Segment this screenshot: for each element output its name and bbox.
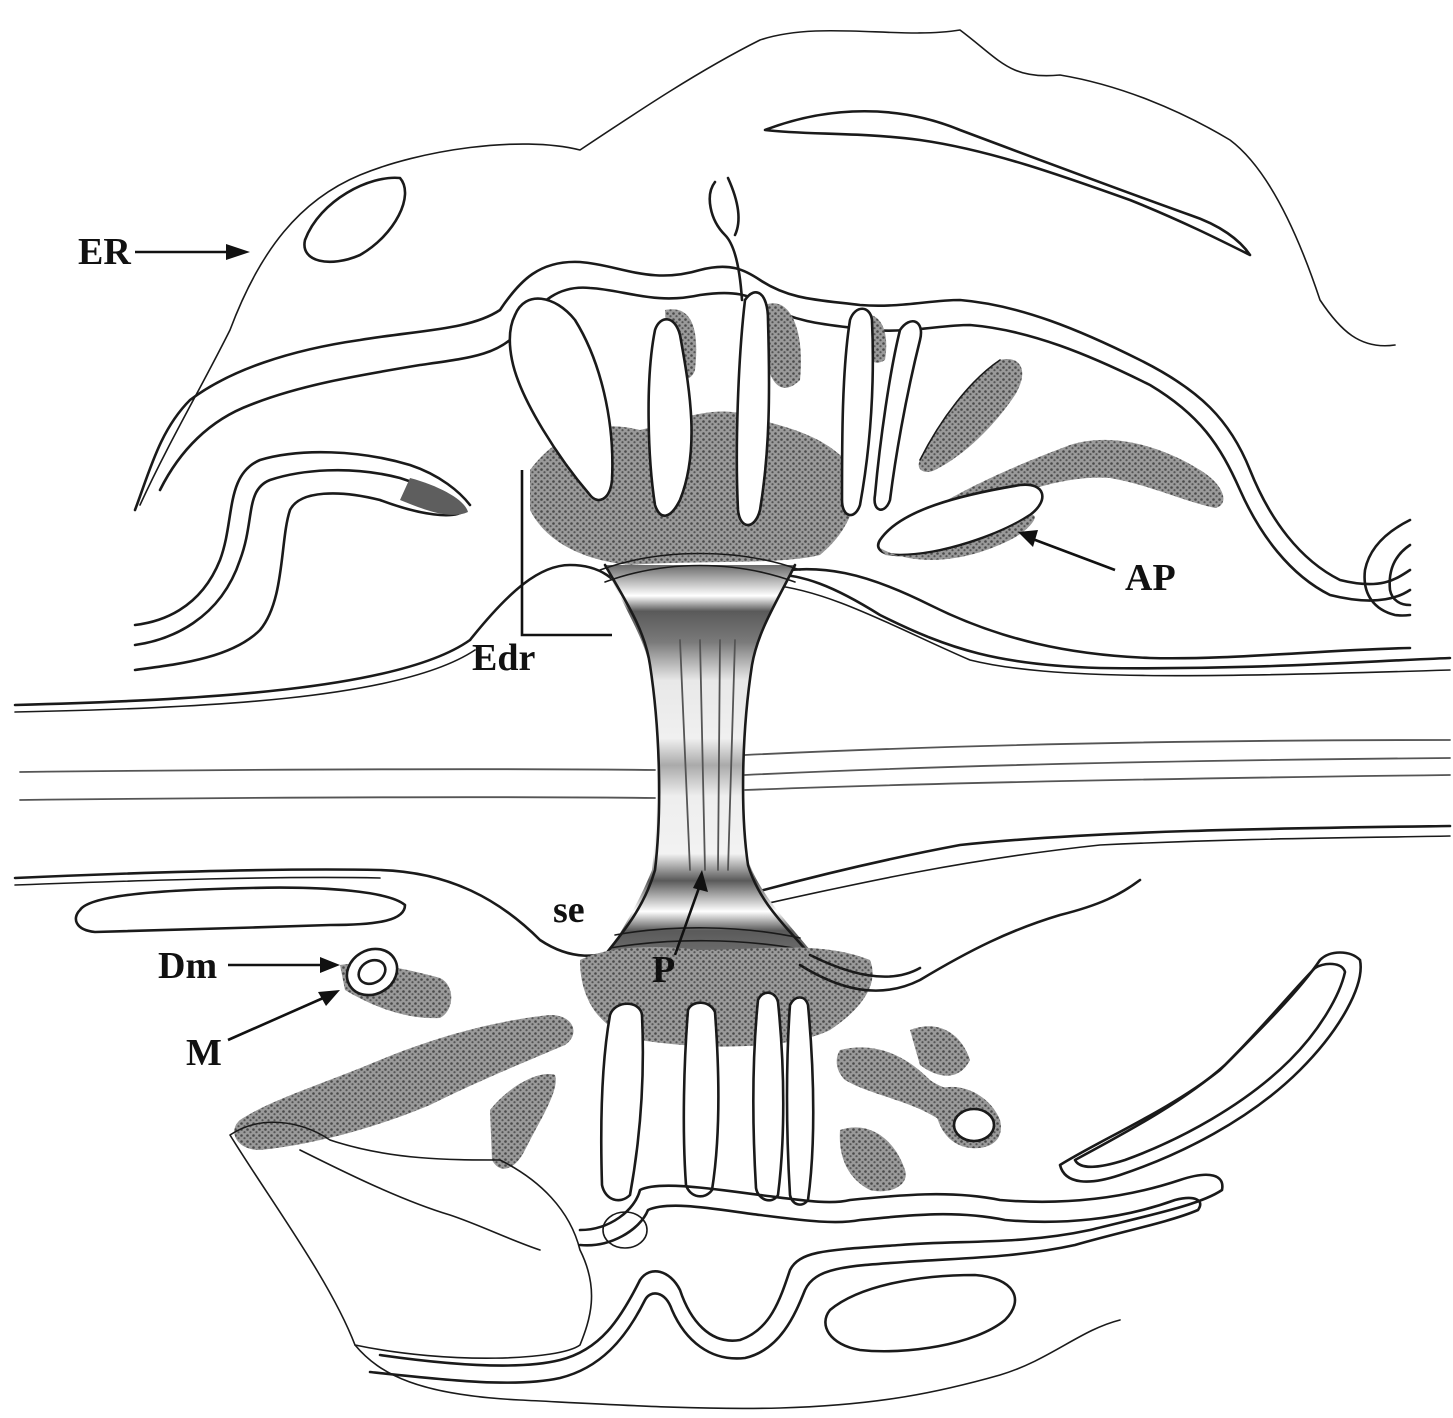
lower-cytoplasm — [76, 880, 1361, 1408]
label-er-group: ER — [78, 231, 250, 273]
label-m-group: M — [186, 990, 340, 1074]
label-er: ER — [78, 231, 131, 273]
label-se: se — [553, 889, 585, 931]
label-dm-group: Dm — [158, 945, 340, 987]
label-edr: Edr — [472, 637, 535, 679]
er-vesicle-oval — [304, 178, 405, 262]
label-p: P — [652, 949, 675, 991]
label-dm: Dm — [158, 945, 217, 987]
label-ap: AP — [1125, 557, 1176, 599]
label-ap-group: AP — [1018, 530, 1176, 599]
er-cisterna-upper-right — [765, 111, 1250, 255]
upper-right-er-stippled — [878, 359, 1223, 560]
label-m: M — [186, 1032, 222, 1074]
upper-branch-channels — [510, 292, 921, 565]
